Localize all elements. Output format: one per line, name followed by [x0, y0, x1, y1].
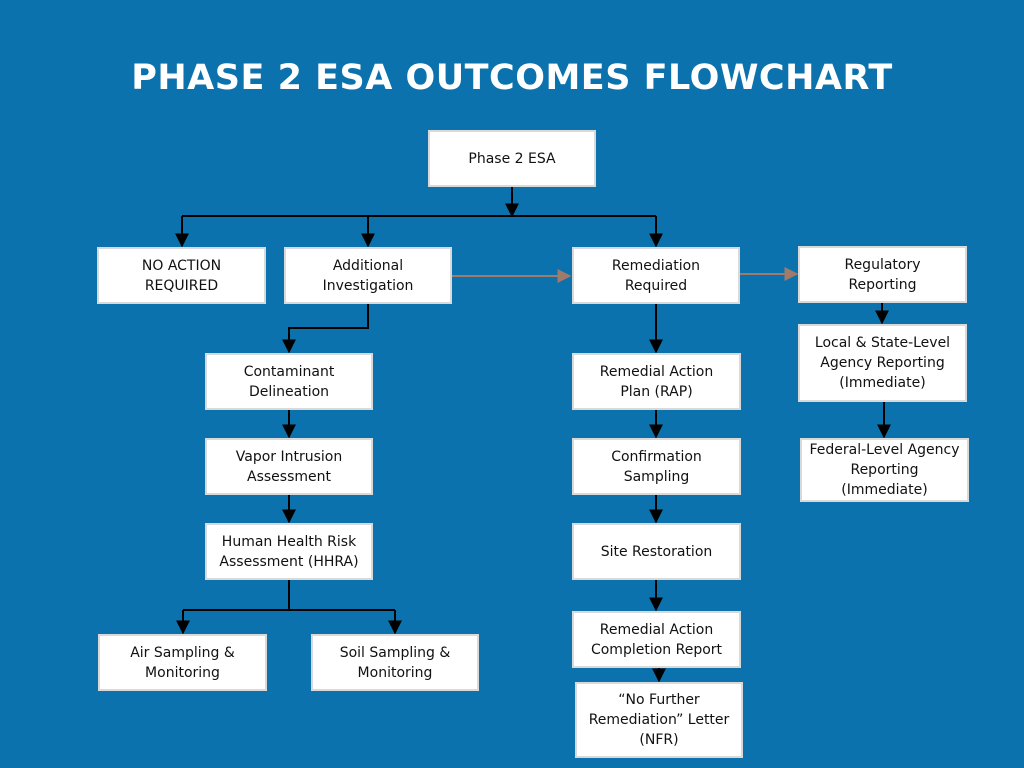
- node-nfr-letter: “No Further Remediation” Letter (NFR): [575, 682, 743, 758]
- node-confirmation-sampling: Confirmation Sampling: [572, 438, 741, 495]
- node-no-action-required: NO ACTION REQUIRED: [97, 247, 266, 304]
- node-air-sampling: Air Sampling & Monitoring: [98, 634, 267, 691]
- node-local-state-reporting: Local & State-Level Agency Reporting (Im…: [798, 324, 967, 402]
- node-remediation-required: Remediation Required: [572, 247, 740, 304]
- node-federal-reporting: Federal-Level Agency Reporting (Immediat…: [800, 438, 969, 502]
- node-additional-investigation: Additional Investigation: [284, 247, 452, 304]
- node-regulatory-reporting: Regulatory Reporting: [798, 246, 967, 303]
- node-site-restoration: Site Restoration: [572, 523, 741, 580]
- node-vapor-intrusion-assessment: Vapor Intrusion Assessment: [205, 438, 373, 495]
- node-phase-2-esa: Phase 2 ESA: [428, 130, 596, 187]
- node-completion-report: Remedial Action Completion Report: [572, 611, 741, 668]
- node-hhra: Human Health Risk Assessment (HHRA): [205, 523, 373, 580]
- node-remedial-action-plan: Remedial Action Plan (RAP): [572, 353, 741, 410]
- node-contaminant-delineation: Contaminant Delineation: [205, 353, 373, 410]
- connector-additional-to-delineation: [282, 304, 369, 354]
- node-soil-sampling: Soil Sampling & Monitoring: [311, 634, 479, 691]
- page-title: PHASE 2 ESA OUTCOMES FLOWCHART: [131, 58, 893, 98]
